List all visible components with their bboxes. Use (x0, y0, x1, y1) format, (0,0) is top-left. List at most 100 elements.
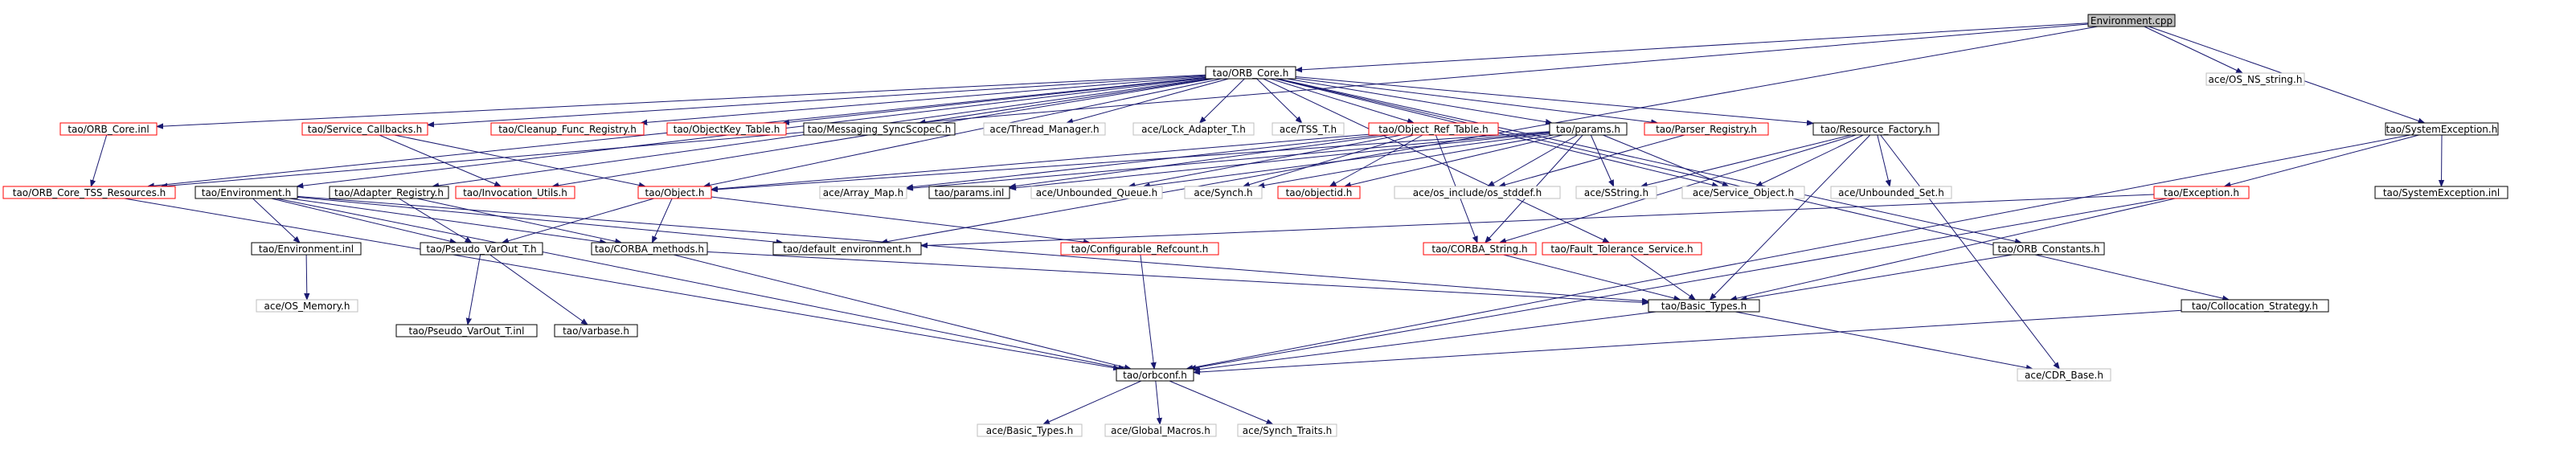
node-corba_methods_h[interactable]: tao/CORBA_methods.h (591, 242, 708, 256)
node-os_memory_h: ace/OS_Memory.h (256, 299, 358, 313)
node-params_h[interactable]: tao/params.h (1549, 122, 1628, 136)
edge-environment_h-to-default_environment_h (297, 196, 783, 243)
node-default_environment_h[interactable]: tao/default_environment.h (772, 242, 922, 256)
edge-orb_core_h-to-fault_tolerance_service_h (1263, 78, 1609, 243)
node-label: tao/params.h (1556, 124, 1620, 135)
node-label: tao/Cleanup_Func_Registry.h (498, 124, 637, 135)
edge-object_ref_table_h-to-object_h (711, 133, 1370, 190)
node-resource_factory_h[interactable]: tao/Resource_Factory.h (1812, 122, 1939, 136)
node-systemexception_h[interactable]: tao/SystemException.h (2385, 122, 2499, 136)
node-box (1104, 423, 1217, 437)
node-label: ace/Lock_Adapter_T.h (1141, 124, 1246, 135)
edge-environment_inl-to-os_memory_h (306, 254, 307, 300)
node-label: tao/Environment.inl (259, 243, 354, 255)
node-label: ace/CDR_Base.h (2025, 370, 2103, 381)
node-label: ace/Array_Map.h (823, 187, 903, 198)
node-systemexception_inl[interactable]: tao/SystemException.inl (2374, 186, 2508, 199)
edge-collocation_strategy_h-to-orbconf_h (1194, 309, 2182, 372)
node-pseudo_varout_t_inl[interactable]: tao/Pseudo_VarOut_T.inl (395, 324, 538, 338)
node-label: tao/ORB_Constants.h (1997, 243, 2099, 255)
edge-systemexception_h-to-exception_h (2224, 134, 2419, 186)
edge-exception_h-to-basic_types_h_tao (1730, 198, 2176, 300)
edge-corba_string_h-to-basic_types_h_tao (1503, 254, 1681, 300)
node-orb_core_tss_resources_h[interactable]: tao/ORB_Core_TSS_Resources.h (2, 186, 176, 199)
node-orbconf_h[interactable]: tao/orbconf.h (1116, 368, 1194, 382)
node-cleanup_func_registry_h[interactable]: tao/Cleanup_Func_Registry.h (490, 122, 645, 136)
node-box (1542, 242, 1702, 256)
edge-parser_registry_h-to-os_stddef_h (1499, 134, 1685, 186)
node-adapter_registry_h[interactable]: tao/Adapter_Registry.h (329, 186, 449, 199)
node-label: tao/Pseudo_VarOut_T.h (426, 243, 536, 255)
node-box (251, 242, 362, 256)
edge-orb_core_h-to-objectkey_table_h (783, 77, 1206, 124)
node-label: tao/SystemException.h (2386, 124, 2498, 135)
node-box (2205, 72, 2305, 86)
edge-object_ref_table_h-to-objectid_h (1330, 134, 1423, 186)
node-box (455, 186, 575, 199)
node-label: ace/OS_NS_string.h (2209, 74, 2303, 85)
node-object_h[interactable]: tao/Object.h (637, 186, 712, 199)
node-global_macros_h: ace/Global_Macros.h (1104, 423, 1217, 437)
edge-systemexception_h-to-orbconf_h (1186, 134, 2410, 369)
node-messaging_syncscopec_h[interactable]: tao/Messaging_SyncScopeC.h (803, 122, 956, 136)
node-label: tao/params.inl (935, 187, 1005, 198)
node-label: Environment.cpp (2091, 15, 2173, 27)
node-environment_cpp[interactable]: Environment.cpp (2087, 14, 2176, 27)
node-corba_string_h[interactable]: tao/CORBA_String.h (1423, 242, 1537, 256)
node-label: ace/OS_Memory.h (264, 301, 350, 312)
node-box (395, 324, 538, 338)
node-label: tao/CORBA_String.h (1431, 243, 1527, 255)
node-label: tao/ObjectKey_Table.h (674, 124, 780, 135)
node-objectkey_table_h[interactable]: tao/ObjectKey_Table.h (666, 122, 787, 136)
node-exception_h[interactable]: tao/Exception.h (2153, 186, 2250, 199)
edge-object_h-to-configurable_refcount_h (711, 196, 1090, 243)
node-box (1423, 242, 1537, 256)
edge-orb_core_inl-to-orb_core_tss_resources_h (91, 134, 108, 186)
edge-environment_cpp-to-orb_core_tss_resources_h (161, 23, 2089, 186)
edge-pseudo_varout_t_h-to-pseudo_varout_t_inl (468, 254, 481, 325)
node-fault_tolerance_service_h[interactable]: tao/Fault_Tolerance_Service.h (1542, 242, 1702, 256)
node-object_ref_table_h[interactable]: tao/Object_Ref_Table.h (1368, 122, 1499, 136)
node-objectid_h[interactable]: tao/objectid.h (1277, 186, 1361, 199)
edge-fault_tolerance_service_h-to-basic_types_h_tao (1630, 254, 1695, 300)
edge-orb_core_h-to-object_ref_table_h (1270, 78, 1414, 123)
node-orb_core_h[interactable]: tao/ORB_Core.h (1205, 66, 1296, 80)
node-label: tao/Object.h (645, 187, 705, 198)
node-box (1205, 66, 1296, 80)
node-box (2087, 14, 2176, 27)
edge-adapter_registry_h-to-pseudo_varout_t_h (399, 198, 471, 243)
node-service_callbacks_h[interactable]: tao/Service_Callbacks.h (301, 122, 428, 136)
node-orb_constants_h[interactable]: tao/ORB_Constants.h (1992, 242, 2105, 256)
edge-orb_core_h-to-messaging_syncscopec_h (919, 78, 1211, 123)
node-box (1116, 368, 1194, 382)
edge-service_callbacks_h-to-invocation_utils_h (379, 134, 501, 187)
node-varbase_h[interactable]: tao/varbase.h (554, 324, 638, 338)
node-invocation_utils_h[interactable]: tao/Invocation_Utils.h (455, 186, 575, 199)
node-box (772, 242, 922, 256)
node-label: tao/Adapter_Registry.h (334, 187, 444, 198)
node-params_inl[interactable]: tao/params.inl (928, 186, 1010, 199)
edge-resource_factory_h-to-service_object_h (1756, 134, 1864, 186)
node-parser_registry_h[interactable]: tao/Parser_Registry.h (1644, 122, 1769, 136)
node-unbounded_set_h: ace/Unbounded_Set.h (1830, 186, 1952, 199)
node-box (329, 186, 449, 199)
node-environment_h[interactable]: tao/Environment.h (195, 186, 298, 199)
edge-params_h-to-os_stddef_h (1488, 134, 1579, 186)
node-collocation_strategy_h[interactable]: tao/Collocation_Strategy.h (2181, 299, 2329, 313)
edge-environment_h-to-basic_types_h_tao (297, 195, 1648, 301)
edge-orb_core_h-to-cleanup_func_registry_h (641, 76, 1206, 123)
edge-params_h-to-objectid_h (1345, 134, 1563, 186)
node-configurable_refcount_h[interactable]: tao/Configurable_Refcount.h (1060, 242, 1219, 256)
node-cdr_base_h: ace/CDR_Base.h (2017, 368, 2111, 382)
node-lock_adapter_t_h: ace/Lock_Adapter_T.h (1132, 122, 1255, 136)
node-orb_core_inl[interactable]: tao/ORB_Core.inl (59, 122, 158, 136)
node-label: tao/SystemException.inl (2383, 187, 2500, 198)
node-environment_inl[interactable]: tao/Environment.inl (251, 242, 362, 256)
node-box (1368, 122, 1499, 136)
node-label: tao/Messaging_SyncScopeC.h (808, 124, 952, 135)
edge-orb_core_tss_resources_h-to-orbconf_h (124, 198, 1120, 369)
node-basic_types_h_tao[interactable]: tao/Basic_Types.h (1648, 299, 1760, 313)
node-pseudo_varout_t_h[interactable]: tao/Pseudo_VarOut_T.h (420, 242, 543, 256)
edge-orb_core_h-to-object_h (704, 78, 1222, 186)
